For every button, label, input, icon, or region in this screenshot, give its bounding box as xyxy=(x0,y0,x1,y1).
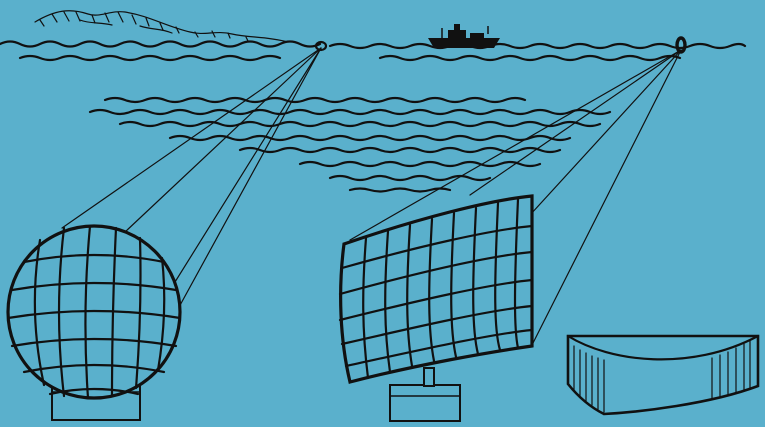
curved-line-array xyxy=(568,336,758,414)
ship xyxy=(428,24,500,48)
underwater-waves xyxy=(90,98,610,192)
sea-surface xyxy=(0,42,745,61)
spherical-array-hydrophone xyxy=(8,226,180,420)
shoreline-hills xyxy=(35,11,288,42)
